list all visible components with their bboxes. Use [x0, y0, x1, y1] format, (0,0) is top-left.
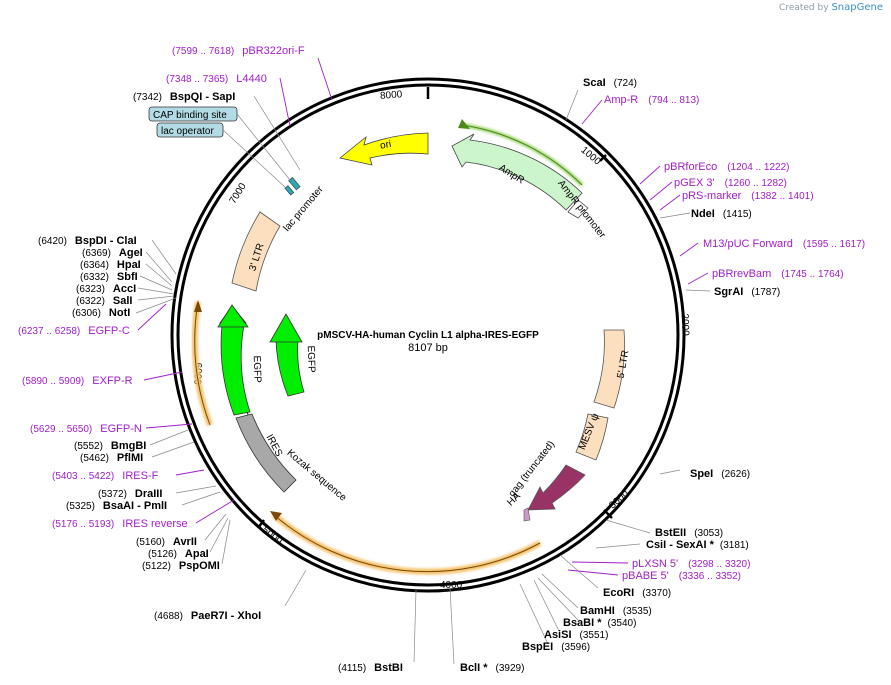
enzyme-paer7i-xhoi: (4688)PaeR7I - XhoI [154, 610, 261, 622]
primer-l4440: (7348 .. 7365)L4440 [166, 73, 267, 85]
feature-mesv-psi [575, 413, 609, 461]
enzyme-apai: (5126)ApaI [148, 548, 209, 560]
enzyme-bspqi-sapi: (7342)BspQI - SapI [133, 91, 235, 103]
enzyme-ecori: EcoRI(3370) [603, 587, 671, 599]
primer-pbabe5: pBABE 5'(3336 .. 3352) [622, 570, 741, 582]
enzyme-hpai: (6364)HpaI [80, 259, 141, 271]
feature-label-egfp-2: EGFP [305, 345, 317, 373]
feature-5ltr [593, 329, 625, 409]
feature-label-ampr-promoter: AmpR promoter [555, 178, 608, 241]
enzyme-pflmi: (5462)PflMI [80, 452, 143, 464]
snapgene-logo: SnapGene [831, 2, 883, 13]
feature-ori [339, 132, 429, 166]
feature-ires [235, 413, 297, 493]
feature-label-kozak: Kozak sequence [285, 448, 349, 504]
enzyme-noti: (6306)NotI [72, 307, 130, 319]
primer-prs-marker: pRS-marker(1382 .. 1401) [682, 190, 814, 202]
primer-plxsn5: pLXSN 5'(3298 .. 3320) [632, 558, 750, 570]
feature-cap-site [284, 185, 295, 196]
tick-1000 [599, 154, 607, 162]
feature-label-egfp-1: EGFP [251, 355, 263, 383]
tick-3000 [603, 509, 613, 519]
feature-gag [527, 464, 586, 511]
tick-label-4000: 4000 [440, 580, 463, 591]
enzyme-bspei: BspEI(3596) [522, 641, 590, 653]
tick-label-1000: 1000 [578, 145, 602, 168]
enzyme-draiii: (5372)DraIII [98, 488, 162, 500]
box-label-lac-operator: lac operator [161, 126, 214, 137]
map-length: 8107 bp [408, 342, 448, 354]
credit-prefix: Created by [779, 3, 829, 13]
feature-ha [523, 507, 531, 522]
primer-amp-r: Amp-R(794 .. 813) [604, 94, 699, 106]
primer-ires-f: (5403 .. 5422)IRES-F [52, 470, 159, 482]
primer-pgex3: pGEX 3'(1260 .. 1282) [674, 177, 787, 189]
map-title: pMSCV-HA-human Cyclin L1 alpha-IRES-EGFP [317, 330, 539, 341]
primer-sites: (7599 .. 7618)pBR322ori-F (7348 .. 7365)… [18, 45, 865, 582]
enzyme-bmgbi: (5552)BmgBI [74, 440, 146, 452]
enzyme-pspomi: (5122)PspOMI [142, 560, 220, 572]
tick-label-2000: 2000 [679, 313, 691, 336]
primer-leaders [137, 57, 709, 576]
snapgene-credit: Created by SnapGene [779, 2, 883, 13]
tick-label-3000: 3000 [607, 488, 631, 511]
primer-pbrrevbam: pBRrevBam(1745 .. 1764) [712, 268, 844, 280]
enzyme-sali: (6322)SalI [76, 295, 132, 307]
feature-label-ori: ori [379, 139, 392, 152]
enzyme-asisi: AsiSI(3551) [544, 629, 608, 641]
tick-label-8000: 8000 [380, 89, 403, 102]
feature-ampr [451, 133, 583, 211]
enzyme-bspdi-clai: (6420)BspDI - ClaI [38, 235, 137, 247]
feature-3ltr [231, 211, 281, 292]
enzyme-sgrai: SgrAI(1787) [714, 286, 780, 298]
primer-egfp-n: (5629 .. 5650)EGFP-N [30, 423, 142, 435]
primer-pbr322ori-f: (7599 .. 7618)pBR322ori-F [172, 45, 305, 57]
primer-m13-puc-forward: M13/pUC Forward(1595 .. 1617) [703, 238, 865, 250]
enzyme-bsteii: BstEII(3053) [655, 527, 723, 539]
feature-ampr-promoter [567, 199, 589, 219]
enzyme-spei: SpeI(2626) [690, 468, 750, 480]
feature-egfp-2 [275, 339, 305, 397]
feature-label-5ltr: 5' LTR [616, 349, 632, 379]
enzyme-bcli: BclI *(3929) [460, 662, 524, 674]
primer-exfp-r: (5890 .. 5909)EXFP-R [22, 375, 133, 387]
enzyme-bamhi: BamHI(3535) [580, 605, 652, 617]
enzyme-bsaai-pmli: (5325)BsaAI - PmlI [66, 500, 167, 512]
primer-ires-reverse: (5176 .. 5193)IRES reverse [52, 518, 188, 530]
enzyme-bstbi: (4115)BstBI [338, 662, 403, 674]
enzyme-sites: ScaI(724) NdeI(1415) SgrAI(1787) SpeI(26… [38, 77, 780, 674]
box-label-cap-binding-site: CAP binding site [153, 110, 227, 121]
primer-pbrforeco: pBRforEco(1204 .. 1222) [664, 161, 789, 173]
enzyme-avrii: (5160)AvrII [136, 536, 197, 548]
enzyme-csii-sexai: CsiI - SexAI *(3181) [646, 539, 749, 551]
enzyme-agei: (6369)AgeI [82, 247, 143, 259]
enzyme-acci: (6323)AccI [76, 283, 136, 295]
feature-lac-operator [288, 177, 301, 191]
enzyme-scai: ScaI(724) [583, 77, 637, 89]
enzyme-sbfi: (6332)SbfI [80, 271, 138, 283]
tick-5000 [257, 519, 265, 529]
enzyme-ndei: NdeI(1415) [691, 208, 752, 220]
tick-label-7000: 7000 [228, 181, 249, 206]
primer-egfp-c: (6237 .. 6258)EGFP-C [18, 325, 130, 337]
backbone [170, 77, 686, 593]
enzyme-bsabi: BsaBI *(3540) [563, 617, 636, 629]
